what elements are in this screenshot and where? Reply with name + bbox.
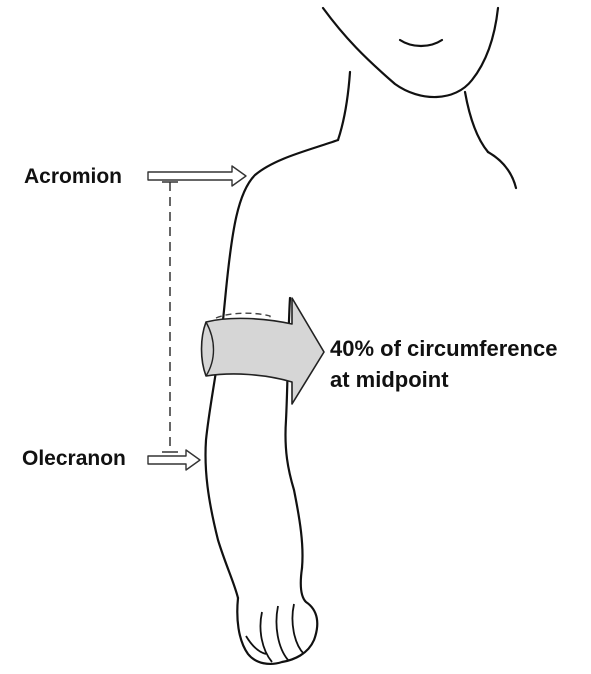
- finger-3: [292, 604, 304, 654]
- circumference-label-line-1: 40% of circumference: [330, 333, 557, 364]
- circumference-label: 40% of circumference at midpoint: [330, 333, 557, 395]
- finger-2: [276, 606, 288, 660]
- olecranon-pointer-arrow: [148, 450, 200, 470]
- finger-1: [260, 612, 272, 662]
- neck-right: [465, 92, 488, 152]
- right-shoulder: [488, 152, 516, 188]
- olecranon-label: Olecranon: [22, 445, 126, 472]
- neck-left: [338, 72, 350, 140]
- acromion-pointer-arrow: [148, 166, 246, 186]
- circumference-label-line-2: at midpoint: [330, 364, 557, 395]
- acromion-label: Acromion: [24, 163, 122, 190]
- circumference-band-arrow: [202, 298, 325, 404]
- mouth-outline: [400, 40, 442, 46]
